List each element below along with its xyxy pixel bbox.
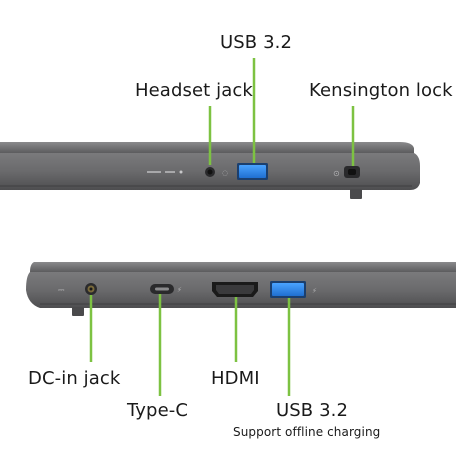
- usb-3-2-label-bottom: USB 3.2: [276, 400, 348, 421]
- hdmi-label: HDMI: [211, 368, 260, 389]
- usb-3-2-port-top: [237, 163, 268, 180]
- type-c-port: ⚡: [150, 284, 182, 294]
- usb-3-2-label-top: USB 3.2: [220, 32, 292, 53]
- headset-jack-label: Headset jack: [135, 80, 253, 101]
- top-lid: [0, 142, 414, 153]
- top-side-view: ◌ ⊙: [0, 142, 420, 199]
- headset-jack-port: ◌: [205, 167, 228, 177]
- bottom-callouts: [89, 294, 291, 396]
- svg-text:⚡: ⚡: [177, 286, 182, 294]
- dc-in-jack-port: ⎓: [58, 283, 97, 295]
- bottom-foot: [72, 307, 84, 316]
- svg-text:⚡: ⚡: [312, 287, 317, 295]
- status-indicators: [147, 170, 183, 174]
- svg-text:◌: ◌: [222, 169, 228, 177]
- bottom-side-view: ⎓ ⚡ ⚡: [26, 262, 456, 316]
- kensington-lock-slot: ⊙: [333, 166, 360, 178]
- top-callouts: [208, 58, 355, 166]
- kensington-lock-label: Kensington lock: [309, 80, 453, 101]
- svg-text:⎓: ⎓: [58, 285, 65, 294]
- type-c-label: Type-C: [127, 400, 189, 421]
- top-foot: [350, 189, 362, 199]
- svg-text:⊙: ⊙: [333, 169, 340, 178]
- bottom-lid: [30, 262, 456, 272]
- hdmi-port: [212, 282, 258, 297]
- dc-in-jack-label: DC-in jack: [28, 368, 121, 389]
- offline-charging-note: Support offline charging: [233, 425, 381, 439]
- usb-3-2-port-bottom: ⚡: [270, 281, 317, 298]
